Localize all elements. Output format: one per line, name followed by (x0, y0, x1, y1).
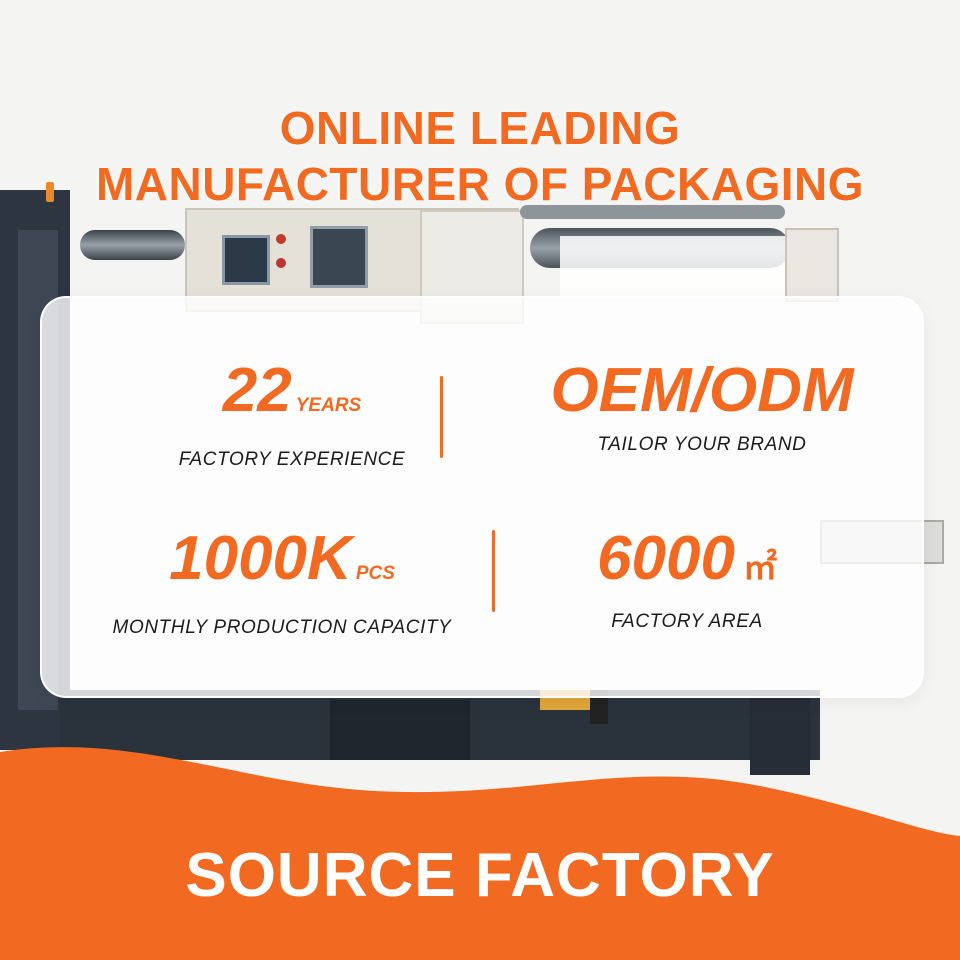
stat-unit: ㎡ (742, 549, 777, 587)
roller-side-panel (785, 228, 839, 302)
top-roller (520, 205, 785, 219)
footer-wave (0, 747, 960, 960)
headline: ONLINE LEADING MANUFACTURER OF PACKAGING (0, 100, 960, 212)
stat-unit: PCS (355, 563, 395, 584)
machine-base-block (330, 700, 470, 760)
stat-number: 1000K (169, 524, 352, 593)
stat-value: OEM/ODM (512, 356, 892, 426)
stat-number: 22 (222, 356, 292, 425)
machine-wheel (590, 690, 608, 724)
stat-label: FACTORY AREA (611, 611, 763, 632)
stat-number: 6000 (597, 524, 735, 593)
left-roller (80, 230, 185, 260)
stat-unit: YEARS (295, 395, 362, 416)
control-knob (276, 258, 286, 268)
machine-leg (750, 690, 810, 775)
stat-label: MONTHLY PRODUCTION CAPACITY (112, 617, 452, 638)
footer-wave-shape (0, 747, 960, 960)
stat-divider (492, 530, 495, 612)
stat-oem-odm: OEM/ODM TAILOR YOUR BRAND (512, 356, 892, 456)
stat-number: OEM/ODM (550, 356, 854, 425)
stat-label: FACTORY EXPERIENCE (178, 449, 406, 470)
control-knob (276, 234, 286, 244)
control-display (310, 226, 368, 288)
footer-title: SOURCE FACTORY (185, 841, 775, 910)
stat-divider (440, 376, 443, 458)
film-sheet (560, 236, 790, 296)
stat-label: TAILOR YOUR BRAND (597, 434, 807, 455)
beacon-light (46, 182, 54, 202)
headline-line-2: MANUFACTURER OF PACKAGING (95, 158, 865, 210)
control-screen (222, 235, 270, 285)
headline-line-1: ONLINE LEADING (279, 102, 681, 154)
